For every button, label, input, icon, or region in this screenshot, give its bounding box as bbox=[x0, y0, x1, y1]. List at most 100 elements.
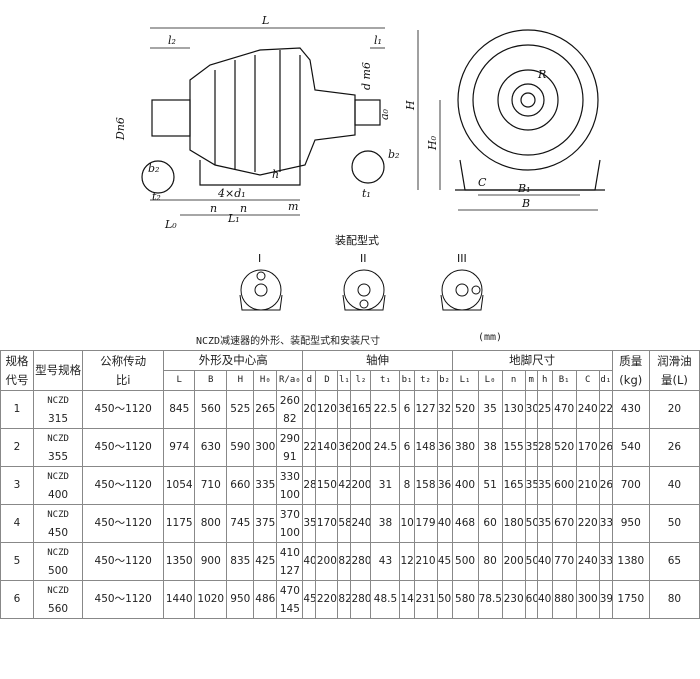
model-cell: NCZD 355 bbox=[33, 428, 84, 467]
shaft-value-cell: 38 bbox=[370, 504, 401, 543]
shaft-value-cell: 42 bbox=[337, 466, 352, 505]
shaft-value-cell: 58 bbox=[337, 504, 352, 543]
shaft-value-cell: 231 bbox=[413, 580, 438, 619]
dim-b2-left: b₂ bbox=[148, 162, 159, 175]
shaft-value-cell: 10 bbox=[399, 504, 415, 543]
oil-cell: 26 bbox=[648, 428, 700, 467]
svg-text:I: I bbox=[258, 252, 261, 265]
foot-value-cell: 155 bbox=[501, 428, 526, 467]
dim-dm6: d m6 bbox=[360, 62, 373, 90]
r-value: 370 bbox=[279, 508, 300, 521]
shaft-value-cell: 165 bbox=[350, 390, 372, 429]
foot-value-cell: 220 bbox=[575, 504, 600, 543]
foot-value-cell: 40 bbox=[536, 580, 553, 619]
assembly-type-I: I bbox=[239, 252, 283, 311]
outline-value-cell: 375 bbox=[253, 504, 278, 543]
subheader-cell: t₁ bbox=[370, 370, 401, 391]
shaft-value-cell: 50 bbox=[436, 580, 453, 619]
subheader-cell: H₀ bbox=[253, 370, 278, 391]
mass-cell: 950 bbox=[611, 504, 650, 543]
model-series: NCZD bbox=[47, 434, 69, 444]
subheader-cell: C bbox=[575, 370, 600, 391]
mass-cell: 1750 bbox=[611, 580, 650, 619]
caption-title: NCZD减速器的外形、装配型式和安装尺寸 bbox=[196, 336, 381, 347]
shaft-value-cell: 43 bbox=[370, 542, 401, 581]
caption-unit: (mm) bbox=[478, 332, 503, 343]
shaft-value-cell: 36 bbox=[337, 390, 352, 429]
oil-cell: 50 bbox=[648, 504, 700, 543]
foot-value-cell: 770 bbox=[551, 542, 577, 581]
shaft-value-cell: 6 bbox=[399, 428, 415, 467]
front-view bbox=[417, 29, 605, 211]
subheader-cell: l₂ bbox=[350, 370, 372, 391]
foot-value-cell: 520 bbox=[551, 428, 577, 467]
r-value: 290 bbox=[279, 432, 300, 445]
outline-value-cell: 1020 bbox=[194, 580, 228, 619]
shaft-value-cell: 24.5 bbox=[370, 428, 401, 467]
r-value: 470 bbox=[279, 584, 300, 597]
shaft-value-cell: 82 bbox=[337, 542, 352, 581]
oil-cell: 80 bbox=[648, 580, 700, 619]
shaft-value-cell: 20 bbox=[302, 390, 317, 429]
model-size: 450 bbox=[48, 527, 69, 539]
assembly-type-III: III bbox=[440, 252, 484, 311]
outline-value-cell: 1054 bbox=[163, 466, 196, 505]
shaft-value-cell: 32 bbox=[436, 390, 453, 429]
subheader-cell: B bbox=[194, 370, 228, 391]
shaft-value-cell: 40 bbox=[436, 504, 453, 543]
shaft-value-cell: 28 bbox=[302, 466, 317, 505]
foot-value-cell: 180 bbox=[501, 504, 526, 543]
outline-value-cell: 1440 bbox=[163, 580, 196, 619]
shaft-value-cell: 6 bbox=[399, 390, 415, 429]
subheader-cell: m bbox=[524, 370, 538, 391]
outline-value-cell: 800 bbox=[194, 504, 228, 543]
shaft-value-cell: 170 bbox=[315, 504, 339, 543]
dim-h: h bbox=[272, 168, 279, 181]
foot-value-cell: 80 bbox=[477, 542, 503, 581]
model-size: 560 bbox=[48, 603, 69, 615]
model-size: 315 bbox=[48, 413, 69, 425]
dim-L1: L₁ bbox=[227, 212, 240, 225]
outline-value-cell: 900 bbox=[194, 542, 228, 581]
outline-value-cell: 486 bbox=[253, 580, 278, 619]
foot-value-cell: 380 bbox=[451, 428, 479, 467]
foot-value-cell: 51 bbox=[477, 466, 503, 505]
ratio-cell: 450～1120 bbox=[82, 504, 165, 543]
shaft-value-cell: 280 bbox=[350, 542, 372, 581]
shaft-value-cell: 280 bbox=[350, 580, 372, 619]
subheader-cell: l₁ bbox=[337, 370, 352, 391]
a0-value: 91 bbox=[283, 450, 297, 463]
outline-value-cell: 525 bbox=[226, 390, 255, 429]
shaft-value-cell: 148 bbox=[413, 428, 438, 467]
foot-value-cell: 35 bbox=[536, 504, 553, 543]
shaft-value-cell: 8 bbox=[399, 466, 415, 505]
shaft-value-cell: 220 bbox=[315, 580, 339, 619]
outline-value-cell: 265 bbox=[253, 390, 278, 429]
header-shaft: 轴伸 bbox=[302, 350, 453, 371]
mass-cell: 430 bbox=[611, 390, 650, 429]
shaft-value-cell: 45 bbox=[436, 542, 453, 581]
foot-value-cell: 33 bbox=[598, 504, 613, 543]
foot-value-cell: 39 bbox=[598, 580, 613, 619]
foot-value-cell: 165 bbox=[501, 466, 526, 505]
model-size: 355 bbox=[48, 451, 69, 463]
spec-code-cell: 2 bbox=[0, 428, 35, 467]
subheader-cell: L bbox=[163, 370, 196, 391]
shaft-value-cell: 120 bbox=[315, 390, 339, 429]
spec-code-cell: 6 bbox=[0, 580, 35, 619]
outline-value-cell: 845 bbox=[163, 390, 196, 429]
foot-value-cell: 580 bbox=[451, 580, 479, 619]
dim-4xd1: 4×d₁ bbox=[217, 187, 246, 200]
header-row: 规格代号 型号规格 公称传动比i 外形及中心高 轴伸 地脚尺寸 质量(kg) 润… bbox=[0, 350, 700, 391]
shaft-value-cell: 48.5 bbox=[370, 580, 401, 619]
shaft-value-cell: 12 bbox=[399, 542, 415, 581]
